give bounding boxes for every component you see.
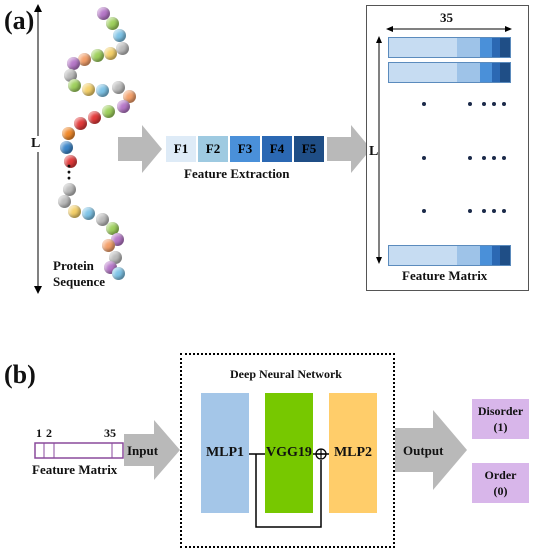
network-title: Deep Neural Network [230,367,342,381]
mlp2-block: MLP2 [329,393,377,513]
deep-neural-network-box [180,353,395,548]
tick-label-35: 35 [104,426,116,440]
sequence-length-label: L [31,136,41,152]
matrix-width-label: 35 [440,10,453,25]
output-disorder: Disorder (1) [472,399,529,439]
input-feature-matrix [34,442,124,459]
output-disorder-label: Disorder [477,404,524,418]
feature-block-f2: F2 [198,136,228,162]
input-feature-matrix-label: Feature Matrix [32,462,118,477]
sequence-label: Sequence [53,274,105,289]
protein-label: Protein [53,258,94,273]
matrix-length-label: L [369,144,379,160]
feature-block-f4: F4 [262,136,292,162]
output-order-label: Order [484,468,517,482]
matrix-height-arrow [376,36,382,264]
arrow-to-matrix [327,125,371,173]
mlp1-block: MLP1 [201,393,249,513]
output-label: Output [403,443,444,458]
skip-connection [249,448,329,528]
output-order: Order (0) [472,463,529,503]
input-arrow [124,420,180,480]
matrix-row [388,62,511,83]
protein-sequence-illustration: ··· [50,5,140,280]
arrow-to-features [118,125,162,173]
matrix-row [388,37,511,58]
output-order-value: (0) [493,484,508,498]
output-disorder-value: (1) [493,420,508,434]
output-arrow [395,410,467,490]
feature-extraction-label: Feature Extraction [184,166,290,181]
input-label: Input [127,443,159,458]
tick-label-2: 2 [46,426,52,440]
matrix-row [388,245,511,266]
protein-sequence-label: Protein Sequence [53,258,105,290]
matrix-width-arrow [386,26,512,32]
vgg19-block: VGG19 [265,393,313,513]
feature-matrix-caption: Feature Matrix [402,268,488,283]
tick-label-1: 1 [36,426,42,440]
feature-block-f1: F1 [166,136,196,162]
panel-b-label: (b) [4,360,36,389]
panel-a-label: (a) [4,6,35,35]
feature-block-f5: F5 [294,136,324,162]
feature-block-f3: F3 [230,136,260,162]
